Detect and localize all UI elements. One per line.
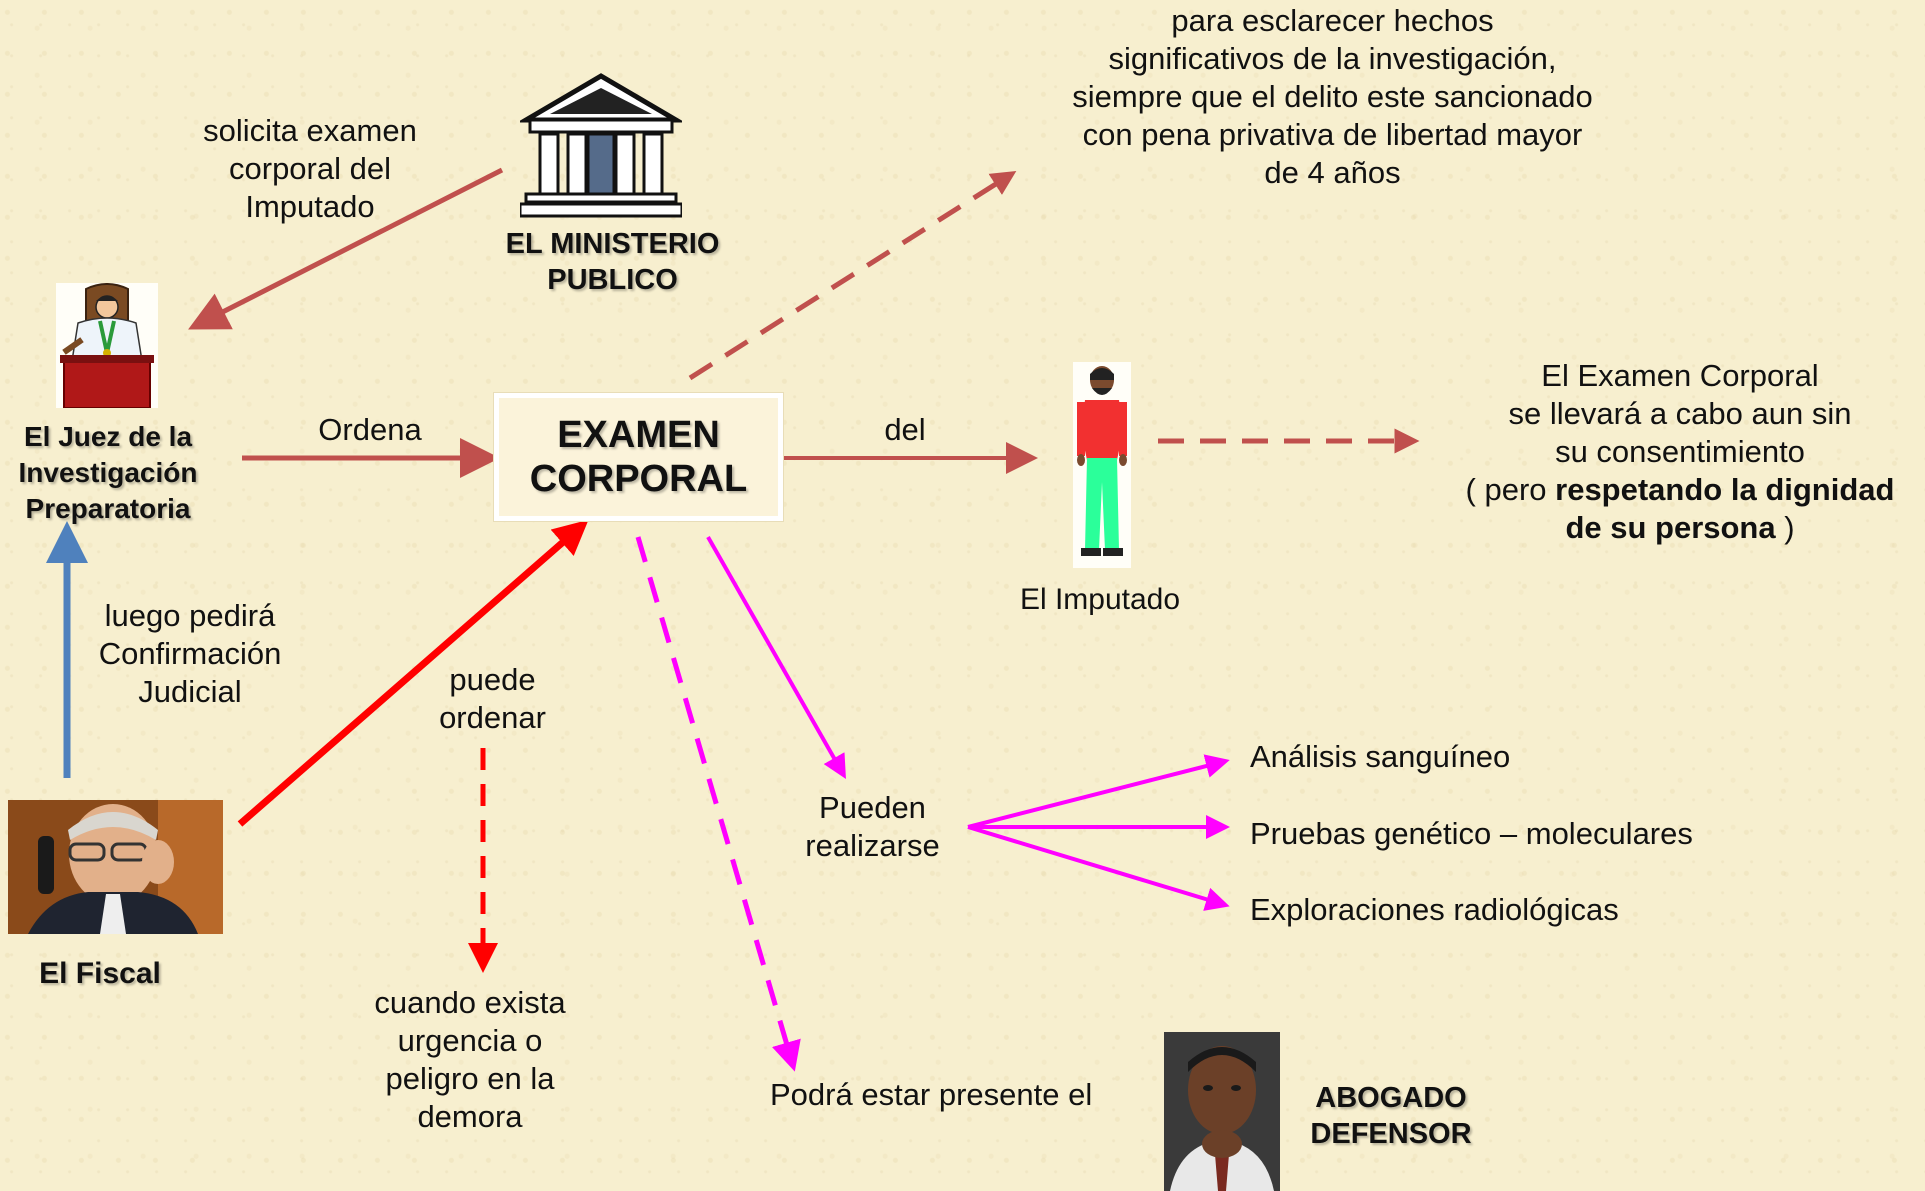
pueden-realizarse-label: Pueden realizarse <box>805 790 940 863</box>
arrow-podra <box>635 536 801 1072</box>
fiscal-label: El Fiscal <box>39 957 161 990</box>
fiscal-photo <box>8 800 223 934</box>
juez-label: El Juez de la Investigación Preparatoria <box>18 421 198 524</box>
condicion-label: para esclarecer hechos significativos de… <box>1072 3 1593 190</box>
consentimiento-close: ) <box>1775 510 1795 545</box>
del-label: del <box>884 412 926 447</box>
prueba-item: Pruebas genético – moleculares <box>1250 816 1693 851</box>
arrow-condicion <box>688 170 1017 381</box>
judge-icon <box>56 283 158 408</box>
arrow-ministerio-juez <box>188 167 504 330</box>
consentimiento-intro: El Examen Corporal se llevará a cabo aun… <box>1508 358 1852 469</box>
imputado-figure-icon <box>1073 362 1131 568</box>
courthouse-icon <box>520 73 682 218</box>
consentimiento-bold: respetando la dignidad de su persona <box>1555 472 1895 545</box>
arrow-prueba-3 <box>967 825 1230 911</box>
prueba-item: Exploraciones radiológicas <box>1250 892 1619 927</box>
consentimiento-label: El Examen Corporal se llevará a cabo aun… <box>1440 357 1920 547</box>
arrow-pueden <box>706 536 846 779</box>
abogado-photo <box>1164 1032 1280 1191</box>
abogado-label: ABOGADO DEFENSOR <box>1310 1082 1472 1150</box>
imputado-label: El Imputado <box>1019 583 1181 616</box>
prueba-item: Análisis sanguíneo <box>1250 739 1511 774</box>
urgencia-label: cuando exista urgencia o peligro en la d… <box>374 985 566 1134</box>
ordena-label: Ordena <box>318 412 422 447</box>
solicita-label: solicita examen corporal del Imputado <box>203 113 417 224</box>
ministerio-label: EL MINISTERIO PUBLICO <box>505 228 720 296</box>
podra-label: Podrá estar presente el <box>770 1077 1093 1112</box>
arrow-fiscal-examen <box>237 519 589 827</box>
examen-corporal-node: EXAMEN CORPORAL <box>494 393 783 521</box>
examen-corporal-title: EXAMEN CORPORAL <box>529 414 748 500</box>
luego-label: luego pedirá Confirmación Judicial <box>98 598 282 709</box>
puede-ordenar-label: puede ordenar <box>439 662 546 735</box>
arrow-prueba-1 <box>967 754 1230 829</box>
consentimiento-open: ( pero <box>1465 472 1556 507</box>
